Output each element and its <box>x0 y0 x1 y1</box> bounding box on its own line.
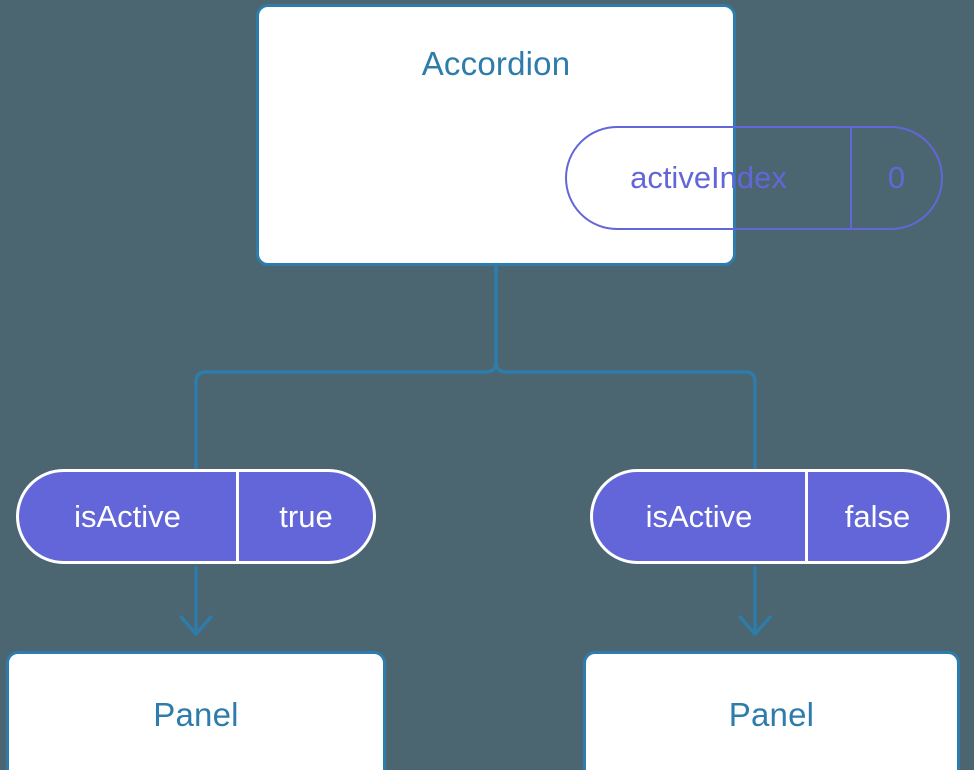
prop-value-is-active-right: false <box>805 472 947 561</box>
component-title-accordion: Accordion <box>421 45 571 82</box>
component-title-panel-left: Panel <box>153 696 239 733</box>
component-title-panel-right: Panel <box>728 696 815 733</box>
prop-key-is-active-right: isActive <box>645 498 753 534</box>
prop-pill-active-index[interactable]: activeIndex 0 <box>565 126 943 230</box>
prop-key-active-index: activeIndex <box>630 160 787 195</box>
component-card-panel-left[interactable]: Panel <box>6 651 386 770</box>
prop-pill-is-active-left[interactable]: isActive true <box>16 469 376 564</box>
prop-value-active-index: 0 <box>850 128 941 228</box>
arrow-head-right-icon <box>738 615 772 636</box>
component-card-accordion[interactable]: Accordion activeIndex 0 <box>256 4 943 266</box>
prop-key-is-active-left: isActive <box>74 498 181 534</box>
connector-root-to-left <box>194 264 498 472</box>
prop-pill-is-active-right[interactable]: isActive false <box>590 469 950 564</box>
prop-value-is-active-left: true <box>236 472 373 561</box>
connector-root-to-right <box>494 264 757 472</box>
component-card-panel-right[interactable]: Panel <box>583 651 960 770</box>
arrow-head-left-icon <box>179 615 213 636</box>
